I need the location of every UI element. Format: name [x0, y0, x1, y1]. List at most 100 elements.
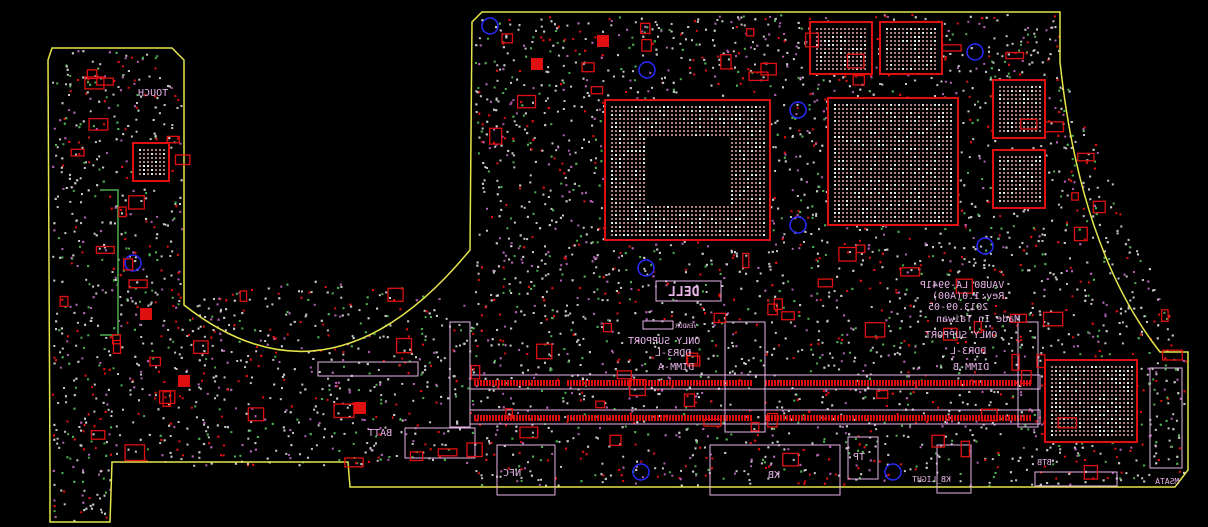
- via: [202, 325, 205, 328]
- via: [56, 146, 59, 149]
- via: [562, 64, 565, 67]
- via: [435, 401, 438, 404]
- via: [368, 335, 371, 337]
- via: [177, 99, 180, 101]
- via: [106, 152, 108, 155]
- via: [156, 293, 159, 296]
- via: [129, 389, 132, 392]
- via: [656, 406, 658, 409]
- via: [657, 389, 660, 392]
- via: [915, 385, 918, 388]
- via: [974, 371, 976, 374]
- via: [1052, 20, 1055, 23]
- via: [975, 67, 978, 70]
- via: [895, 291, 898, 294]
- via: [109, 488, 112, 491]
- via: [1033, 291, 1036, 294]
- via: [346, 406, 349, 409]
- via: [502, 123, 505, 126]
- via: [845, 441, 848, 444]
- via: [583, 398, 585, 401]
- via: [471, 431, 474, 434]
- via: [564, 416, 567, 419]
- via: [564, 391, 567, 394]
- via: [277, 367, 280, 370]
- via: [876, 440, 879, 443]
- via: [599, 108, 601, 111]
- via: [482, 187, 485, 190]
- via: [478, 63, 481, 66]
- via: [151, 281, 154, 284]
- via: [794, 393, 797, 396]
- via: [1177, 392, 1180, 395]
- via: [348, 389, 351, 392]
- via: [822, 390, 825, 393]
- via: [976, 355, 979, 358]
- via: [731, 370, 734, 373]
- via: [530, 148, 533, 151]
- via: [122, 133, 125, 136]
- via: [205, 464, 208, 467]
- via: [629, 79, 632, 82]
- via: [974, 248, 977, 251]
- via: [514, 277, 517, 280]
- via: [734, 472, 736, 475]
- via: [1031, 455, 1034, 458]
- via: [75, 344, 78, 347]
- via: [174, 95, 177, 97]
- via: [1022, 446, 1025, 449]
- via: [869, 430, 872, 433]
- via: [213, 330, 216, 333]
- via: [601, 462, 604, 465]
- via: [795, 53, 798, 56]
- via: [750, 465, 753, 468]
- via: [271, 303, 274, 306]
- via: [1077, 333, 1080, 336]
- via: [871, 346, 874, 349]
- via: [496, 79, 499, 82]
- via: [924, 227, 927, 230]
- via: [574, 151, 577, 154]
- via: [300, 347, 303, 350]
- via: [711, 457, 714, 460]
- via: [280, 285, 283, 288]
- via: [974, 403, 977, 406]
- via: [389, 297, 391, 299]
- via: [812, 161, 815, 164]
- via: [129, 377, 132, 380]
- via: [110, 453, 112, 456]
- via: [631, 407, 634, 409]
- via: [960, 255, 963, 258]
- via: [1045, 154, 1048, 157]
- via: [1089, 175, 1092, 178]
- via: [386, 315, 389, 318]
- via: [796, 195, 799, 197]
- via: [490, 294, 493, 296]
- via: [515, 112, 518, 115]
- via: [944, 435, 947, 438]
- via: [99, 362, 102, 364]
- via: [980, 245, 982, 248]
- via: [1121, 321, 1124, 324]
- via: [1108, 258, 1110, 260]
- via: [880, 227, 883, 230]
- via: [119, 296, 122, 298]
- via: [154, 57, 157, 60]
- via: [875, 66, 878, 69]
- via: [654, 389, 656, 392]
- via: [412, 399, 415, 402]
- via: [53, 345, 56, 347]
- via: [632, 70, 634, 73]
- via: [988, 264, 991, 267]
- via: [476, 264, 479, 267]
- via: [905, 288, 908, 291]
- via: [1104, 342, 1107, 345]
- via: [685, 369, 688, 372]
- via: [1040, 280, 1043, 283]
- via: [1143, 315, 1146, 318]
- via: [404, 419, 407, 421]
- via: [380, 453, 383, 456]
- via: [1015, 381, 1018, 384]
- via: [424, 443, 427, 446]
